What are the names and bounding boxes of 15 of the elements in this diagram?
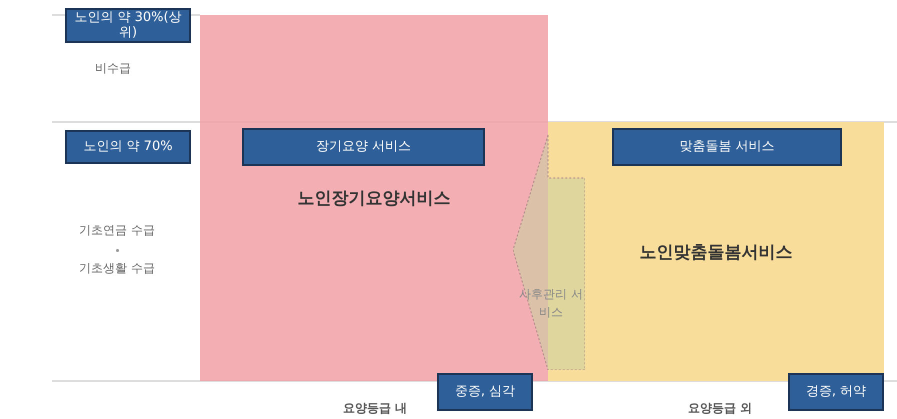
row-label: 기초생활 수급 [79, 260, 155, 277]
row-label: 비수급 [95, 60, 131, 77]
row-label: 요양등급 내 [342, 400, 408, 417]
chevron-text: 사후관리 서비스 [518, 286, 584, 321]
row-label: 기초연금 수급 [79, 222, 155, 239]
region-title: 노인장기요양서비스 [296, 188, 452, 210]
label-box: 노인의 약 70% [65, 130, 191, 164]
label-box: 맞춤돌봄 서비스 [612, 128, 842, 166]
label-box: 장기요양 서비스 [242, 128, 485, 166]
region-title: 노인맞춤돌봄서비스 [638, 241, 794, 263]
label-box: 노인의 약 30%(상위) [65, 8, 191, 43]
row-label: 요양등급 외 [688, 400, 752, 417]
chevron-shape [513, 135, 585, 370]
label-box: 경증, 허약 [788, 373, 884, 411]
label-box: 중증, 심각 [437, 373, 533, 411]
